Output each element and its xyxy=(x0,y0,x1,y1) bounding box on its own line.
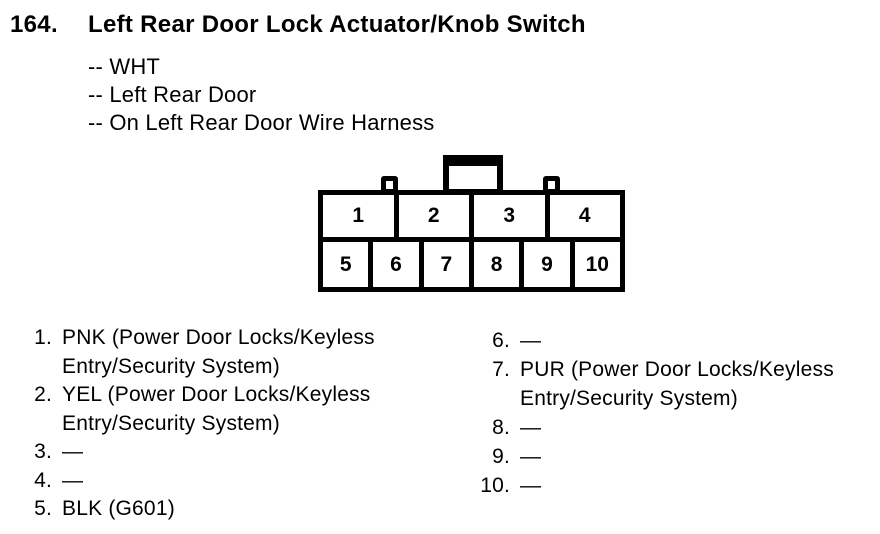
pin-description: — xyxy=(520,329,542,352)
header: 164. Left Rear Door Lock Actuator/Knob S… xyxy=(10,12,586,137)
pin-number: 6. xyxy=(492,329,510,352)
pin-list-right: 6. — 7. PUR (Power Door Locks/Keyless En… xyxy=(462,326,856,500)
pin-number: 7. xyxy=(492,358,510,381)
pin-row-4: 4. — xyxy=(30,467,398,496)
pin-row-3: 3. — xyxy=(30,438,398,467)
pin-row-10: 10. — xyxy=(462,471,856,500)
connector-cavity-8: 8 xyxy=(473,242,525,287)
pin-row-2: 2. YEL (Power Door Locks/Keyless Entry/S… xyxy=(30,381,398,438)
pin-row-1: 1. PNK (Power Door Locks/Keyless Entry/S… xyxy=(30,324,398,381)
connector-row-top: 1 2 3 4 xyxy=(323,195,620,242)
pin-number: 3. xyxy=(34,440,52,463)
header-main: Left Rear Door Lock Actuator/Knob Switch… xyxy=(88,12,586,137)
connector-cavity-5: 5 xyxy=(323,242,374,287)
pin-row-6: 6. — xyxy=(462,326,856,355)
connector-cavity-7: 7 xyxy=(423,242,474,287)
pin-number: 9. xyxy=(492,445,510,468)
pin-description: — xyxy=(520,474,542,497)
connector-diagram: 1 2 3 4 5 6 7 8 9 10 xyxy=(318,155,625,292)
pin-number: 4. xyxy=(34,468,52,492)
pin-row-9: 9. — xyxy=(462,442,856,471)
pin-number: 5. xyxy=(34,497,52,520)
detail-wire-color: -- WHT xyxy=(88,54,161,79)
pin-description: YEL (Power Door Locks/Keyless Entry/Secu… xyxy=(62,383,371,435)
pin-number: 2. xyxy=(34,383,52,406)
pin-list-left: 1. PNK (Power Door Locks/Keyless Entry/S… xyxy=(30,324,398,524)
connector-cavity-2: 2 xyxy=(398,195,474,242)
connector-cavity-10: 10 xyxy=(574,242,620,287)
page-title: Left Rear Door Lock Actuator/Knob Switch xyxy=(88,11,586,38)
pin-description: PUR (Power Door Locks/Keyless Entry/Secu… xyxy=(520,358,834,410)
pin-row-7: 7. PUR (Power Door Locks/Keyless Entry/S… xyxy=(462,355,856,413)
connector-cavity-3: 3 xyxy=(474,195,550,242)
item-number: 164. xyxy=(10,11,58,38)
connector-cavity-6: 6 xyxy=(373,242,424,287)
connector-body: 1 2 3 4 5 6 7 8 9 10 xyxy=(318,190,625,292)
pin-number: 8. xyxy=(492,416,510,439)
connector-cavity-1: 1 xyxy=(323,195,399,242)
connector-cavity-4: 4 xyxy=(549,195,620,242)
connector-row-bottom: 5 6 7 8 9 10 xyxy=(323,242,620,287)
detail-harness: -- On Left Rear Door Wire Harness xyxy=(88,110,435,135)
connector-details: -- WHT -- Left Rear Door -- On Left Rear… xyxy=(88,53,586,137)
connector-cavity-9: 9 xyxy=(524,242,575,287)
pin-number: 1. xyxy=(34,326,52,349)
pin-row-8: 8. — xyxy=(462,413,856,442)
latch-tab-line xyxy=(449,161,497,166)
pin-number: 10. xyxy=(480,474,510,497)
pin-description: PNK (Power Door Locks/Keyless Entry/Secu… xyxy=(62,326,375,378)
pin-description: BLK (G601) xyxy=(62,497,175,520)
pin-description: — xyxy=(62,468,84,492)
pin-description: — xyxy=(520,445,542,468)
pin-description: — xyxy=(520,416,542,439)
pin-row-5: 5. BLK (G601) xyxy=(30,495,398,524)
pin-description: — xyxy=(62,440,84,463)
connector-latch-tab xyxy=(443,155,503,195)
detail-location: -- Left Rear Door xyxy=(88,82,257,107)
